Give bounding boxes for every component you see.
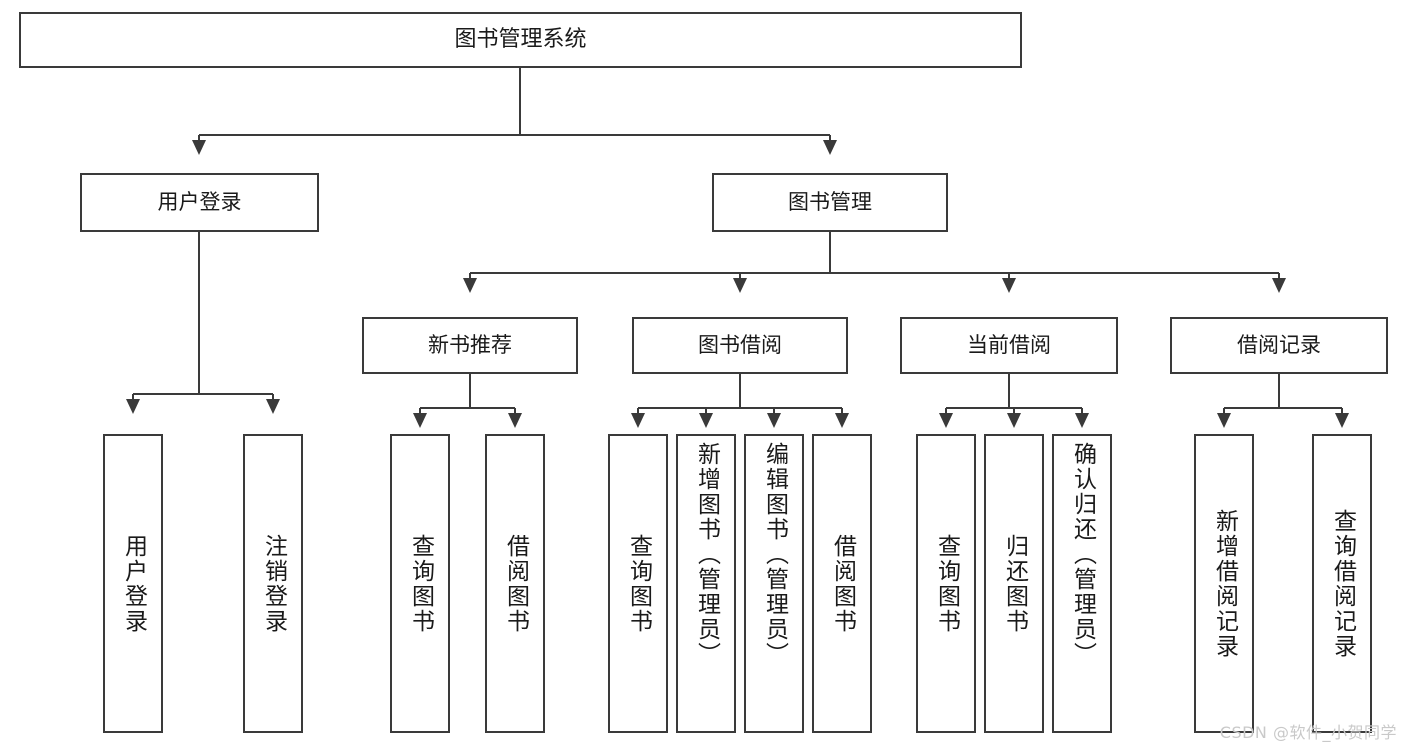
arrow-head-current_borrow_to_leaves-1: [1007, 413, 1021, 428]
connector-drop-book_borrow_to_leaves-1: [705, 408, 707, 413]
arrow-head-level2_book_to_level3-2: [1002, 278, 1016, 293]
node-label: 编辑图书（管理员）: [761, 442, 788, 667]
connector-drop-book_borrow_to_leaves-2: [773, 408, 775, 413]
connector-stem-root_to_level2: [519, 68, 521, 135]
connector-drop-book_borrow_to_leaves-3: [841, 408, 843, 413]
connector-drop-user_login_to_leaves-1: [272, 394, 274, 399]
node-label: 图书管理系统: [454, 27, 587, 53]
node-label: 新书推荐: [428, 333, 512, 358]
arrow-head-level2_book_to_level3-3: [1272, 278, 1286, 293]
connector-drop-new_book_to_leaves-1: [514, 408, 516, 413]
connector-drop-new_book_to_leaves-0: [419, 408, 421, 413]
connector-stem-new_book_to_leaves: [469, 374, 471, 408]
connector-drop-level2_book_to_level3-0: [469, 273, 471, 278]
connector-bar-user_login_to_leaves: [133, 393, 273, 395]
connector-drop-level2_book_to_level3-3: [1278, 273, 1280, 278]
node-label: 借阅图书: [829, 533, 856, 634]
arrow-head-new_book_to_leaves-0: [413, 413, 427, 428]
node-label: 借阅记录: [1237, 333, 1321, 358]
arrow-head-root_to_level2-1: [823, 140, 837, 155]
node-leaf-query-book-3: 查询图书: [916, 434, 976, 733]
watermark: CSDN @软件_小贺同学: [1219, 723, 1397, 742]
connector-bar-book_borrow_to_leaves: [638, 407, 842, 409]
node-borrow-record: 借阅记录: [1170, 317, 1388, 374]
node-label: 查询借阅记录: [1329, 508, 1356, 659]
arrow-head-level2_book_to_level3-0: [463, 278, 477, 293]
arrow-head-borrow_record_to_leaves-0: [1217, 413, 1231, 428]
node-leaf-borrow-book-1: 借阅图书: [485, 434, 545, 733]
connector-stem-current_borrow_to_leaves: [1008, 374, 1010, 408]
node-label: 图书借阅: [698, 333, 782, 358]
node-leaf-logout: 注销登录: [243, 434, 303, 733]
arrow-head-root_to_level2-0: [192, 140, 206, 155]
connector-drop-borrow_record_to_leaves-0: [1223, 408, 1225, 413]
connector-stem-level2_book_to_level3: [829, 232, 831, 273]
arrow-head-user_login_to_leaves-0: [126, 399, 140, 414]
connector-drop-borrow_record_to_leaves-1: [1341, 408, 1343, 413]
connector-drop-current_borrow_to_leaves-2: [1081, 408, 1083, 413]
node-leaf-user-login: 用户登录: [103, 434, 163, 733]
connector-drop-level2_book_to_level3-1: [739, 273, 741, 278]
connector-bar-level2_book_to_level3: [470, 272, 1279, 274]
connector-bar-borrow_record_to_leaves: [1224, 407, 1342, 409]
node-label: 新增图书（管理员）: [693, 442, 720, 667]
arrow-head-book_borrow_to_leaves-0: [631, 413, 645, 428]
connector-stem-borrow_record_to_leaves: [1278, 374, 1280, 408]
connector-drop-root_to_level2-0: [198, 135, 200, 140]
node-label: 注销登录: [260, 533, 287, 634]
connector-bar-root_to_level2: [199, 134, 830, 136]
node-label: 新增借阅记录: [1211, 508, 1238, 659]
arrow-head-book_borrow_to_leaves-2: [767, 413, 781, 428]
node-label: 用户登录: [120, 533, 147, 634]
node-book-manage: 图书管理: [712, 173, 948, 232]
node-label: 借阅图书: [502, 533, 529, 634]
connector-drop-user_login_to_leaves-0: [132, 394, 134, 399]
node-user-login: 用户登录: [80, 173, 319, 232]
node-leaf-return-book: 归还图书: [984, 434, 1044, 733]
arrow-head-level2_book_to_level3-1: [733, 278, 747, 293]
node-leaf-borrow-book-2: 借阅图书: [812, 434, 872, 733]
node-root: 图书管理系统: [19, 12, 1022, 68]
node-label: 确认归还（管理员）: [1069, 442, 1096, 667]
connector-drop-current_borrow_to_leaves-1: [1013, 408, 1015, 413]
node-label: 用户登录: [157, 190, 242, 215]
node-label: 图书管理: [788, 190, 872, 215]
connector-drop-root_to_level2-1: [829, 135, 831, 140]
connector-stem-book_borrow_to_leaves: [739, 374, 741, 408]
connector-drop-level2_book_to_level3-2: [1008, 273, 1010, 278]
arrow-head-user_login_to_leaves-1: [266, 399, 280, 414]
arrow-head-current_borrow_to_leaves-0: [939, 413, 953, 428]
node-book-borrow: 图书借阅: [632, 317, 848, 374]
node-leaf-query-book-2: 查询图书: [608, 434, 668, 733]
node-label: 查询图书: [625, 533, 652, 634]
connector-drop-book_borrow_to_leaves-0: [637, 408, 639, 413]
node-leaf-add-record: 新增借阅记录: [1194, 434, 1254, 733]
node-label: 查询图书: [407, 533, 434, 634]
node-new-book-rec: 新书推荐: [362, 317, 578, 374]
node-leaf-query-record: 查询借阅记录: [1312, 434, 1372, 733]
connector-bar-new_book_to_leaves: [420, 407, 515, 409]
node-current-borrow: 当前借阅: [900, 317, 1118, 374]
connector-stem-user_login_to_leaves: [198, 232, 200, 394]
node-leaf-edit-book: 编辑图书（管理员）: [744, 434, 804, 733]
node-label: 当前借阅: [967, 333, 1051, 358]
node-leaf-confirm-return: 确认归还（管理员）: [1052, 434, 1112, 733]
arrow-head-borrow_record_to_leaves-1: [1335, 413, 1349, 428]
node-label: 查询图书: [933, 533, 960, 634]
node-leaf-query-book-1: 查询图书: [390, 434, 450, 733]
node-leaf-add-book: 新增图书（管理员）: [676, 434, 736, 733]
arrow-head-current_borrow_to_leaves-2: [1075, 413, 1089, 428]
arrow-head-book_borrow_to_leaves-1: [699, 413, 713, 428]
arrow-head-book_borrow_to_leaves-3: [835, 413, 849, 428]
connector-drop-current_borrow_to_leaves-0: [945, 408, 947, 413]
node-label: 归还图书: [1001, 533, 1028, 634]
arrow-head-new_book_to_leaves-1: [508, 413, 522, 428]
